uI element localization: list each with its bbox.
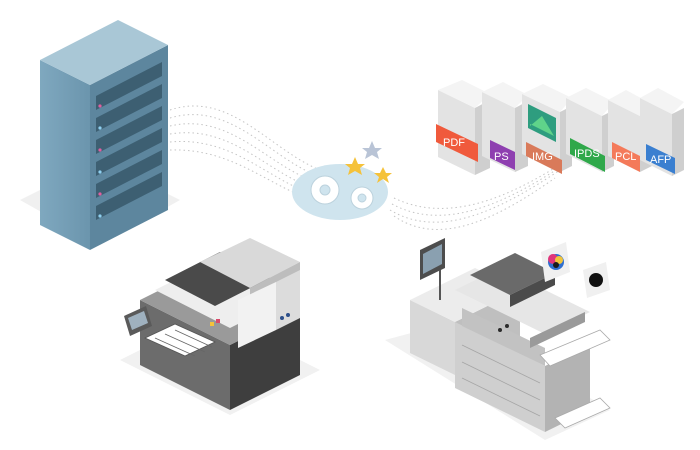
color-swatch-icon <box>541 242 570 282</box>
document-label: IMG <box>532 151 553 163</box>
document-label: IPDS <box>574 148 600 160</box>
document-icon: IMG <box>522 84 572 174</box>
gear-icon <box>350 186 374 210</box>
document-label: PS <box>494 151 509 163</box>
star-icon <box>345 141 392 183</box>
document-icon: PS <box>482 82 528 172</box>
document-icon: AFP <box>640 88 684 176</box>
document-label: PCL <box>615 151 636 163</box>
processing-hub <box>292 141 392 220</box>
digital-press-icon <box>385 238 611 440</box>
document-icon: PDF <box>436 80 490 175</box>
document-label: AFP <box>650 154 671 166</box>
document-label: PDF <box>443 137 465 149</box>
document-stack: PDF PS IMG IPDS <box>436 80 684 176</box>
gear-icon <box>310 175 340 205</box>
document-icon: IPDS <box>566 88 614 172</box>
black-swatch-icon <box>583 262 610 298</box>
offset-press-icon <box>120 238 320 415</box>
server-icon <box>20 20 180 250</box>
